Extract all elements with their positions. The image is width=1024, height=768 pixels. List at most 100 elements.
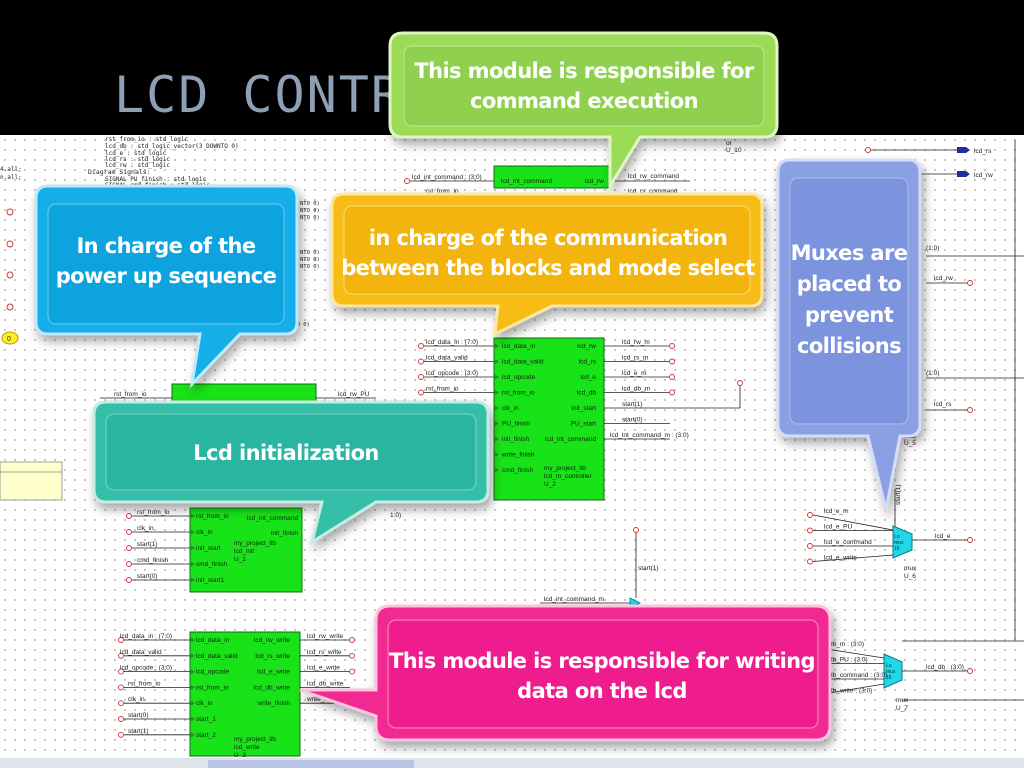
callout-text-line: prevent: [805, 303, 894, 327]
port-label: lcd_rw_write: [254, 637, 291, 644]
port-label: cmd_finish: [196, 561, 227, 568]
block-lib: my_project_lib: [234, 540, 276, 547]
block-lib: U_2: [544, 481, 556, 488]
port-pin: [669, 389, 675, 396]
signal-label: lcd_rs: [934, 401, 952, 408]
mux-label: U_5: [904, 440, 916, 447]
callout-text-line: This module is responsible for: [414, 59, 754, 83]
port-pin: [669, 343, 675, 349]
port-pin: [118, 716, 124, 722]
signal-label: start(0): [137, 573, 158, 580]
port-label: lcd_opcode: [502, 374, 536, 381]
callout-communication: in charge of the communication between t…: [330, 192, 764, 337]
port-pin: [118, 668, 124, 675]
callout-text-line: In charge of the: [76, 234, 255, 258]
signal-label: (1:0): [926, 245, 939, 252]
signal-label: lcd_opcode : (3:0): [426, 370, 478, 377]
port-label: start_1: [196, 716, 216, 723]
mux-label: mux: [904, 565, 917, 572]
port-arrow: [494, 436, 499, 442]
port-arrow: [190, 684, 195, 691]
port-arrow: [190, 513, 195, 519]
port-label: clk_in: [196, 700, 213, 707]
port-arrow: [190, 716, 195, 722]
middle-signals: start(1) lcd_int_command_m 1:0): [390, 512, 659, 609]
signal-label: lcd_rw_write: [307, 633, 344, 640]
port-pin: [669, 358, 675, 365]
port-pin: [349, 652, 355, 659]
callout-text-line: power up sequence: [56, 264, 277, 288]
signal-label: lcd_rs_write: [307, 649, 342, 656]
signal-label: lcd_rw: [934, 275, 953, 282]
port-label: start_2: [196, 732, 216, 739]
status-tab: [208, 760, 414, 768]
status-bar: [0, 758, 1024, 768]
callout-text-line: in charge of the communication: [369, 226, 727, 250]
port-pin: [418, 374, 424, 380]
mux-label: U_7: [896, 705, 908, 712]
mux-label: or: [726, 140, 733, 147]
port-arrow: [494, 343, 499, 349]
port-label: write_finish: [501, 452, 535, 459]
port-arrow: [190, 529, 195, 535]
port-arrow: [190, 577, 195, 583]
port-pin: [126, 561, 132, 567]
callout-command-execution: This module is responsible for command e…: [388, 31, 779, 192]
port-label: init_start: [196, 545, 221, 552]
port-pin: [126, 577, 132, 583]
port-arrow: [494, 374, 499, 380]
signal-label: rst_from_io: [128, 680, 161, 687]
output-label: lcd_rw: [974, 172, 993, 179]
signal-label: lcd_rw_m: [622, 339, 650, 346]
port-pin: [6, 240, 14, 248]
port-arrow: [494, 358, 499, 365]
port-pin: [118, 700, 124, 707]
signal-label: start(1): [895, 484, 902, 505]
port-arrow: [494, 420, 499, 427]
signal-label: start(1): [128, 728, 149, 735]
port-label: lcd_int_command: [545, 436, 596, 443]
signal-label: lcd_rs_command: [628, 188, 678, 195]
callout-text-line: command execution: [470, 89, 698, 113]
command-block: lcd_int_command lcd_rw lcd_int_command :…: [404, 165, 690, 195]
port-label: PU_finish: [502, 421, 530, 428]
port-label: clk_in: [196, 529, 213, 536]
port-pin: [349, 637, 355, 643]
signal-label: lcd_int_command : (3:0): [412, 174, 482, 181]
port-pin: [6, 303, 14, 311]
port-pin: [807, 558, 813, 565]
mux-output-label: lcd_e: [935, 533, 951, 540]
signal-label: lcd_int_command_m : (3:0): [610, 432, 689, 439]
port-pin: [349, 668, 355, 675]
signal-label: lcd_rw_PU: [338, 391, 370, 398]
callout-text-line: data on the lcd: [517, 679, 687, 703]
block-lib: my_project_lib: [544, 465, 586, 472]
callout-text: Lcd initialization: [193, 441, 379, 465]
port-label: lcd_e: [580, 374, 596, 381]
mux-input-label: lcd_e_m: [824, 508, 849, 515]
port-label: init_start: [571, 405, 596, 412]
mux-label: U_10: [726, 147, 742, 154]
port-arrow: [494, 389, 499, 396]
port-pin: [807, 527, 813, 534]
code-fragment: NTO 0): [290, 322, 310, 328]
mux-input-label: lcd_e_command: [824, 539, 872, 546]
signal-label: clk_in: [137, 525, 154, 532]
callout-muxes: Muxes are placed to prevent collisions: [776, 158, 922, 511]
mux-u6: start(1) Lo mux 16 lcd_e_mlcd_e_PUlcd_e_…: [807, 484, 973, 580]
code-fragment: NTO 0): [300, 208, 320, 214]
port-arrow: [190, 545, 195, 551]
mux-u7: Lo mux 16 db_m : (3:0)db_PU : (3:0)db_co…: [819, 640, 1024, 712]
port-label: lcd_rw: [585, 178, 604, 185]
port-pin: [807, 543, 813, 549]
port-label: write_finish: [256, 700, 290, 707]
code-line: rst_from_io : std_logic: [105, 136, 188, 143]
port-pin: [126, 529, 132, 535]
port-label: lcd_data_in: [502, 343, 536, 350]
callout-text-line: between the blocks and mode select: [341, 256, 755, 280]
port-arrow: [190, 561, 195, 567]
port-arrow: [190, 731, 195, 738]
callout-power-up: In charge of the power up sequence: [34, 184, 299, 389]
port-label: PU_start: [571, 421, 596, 428]
